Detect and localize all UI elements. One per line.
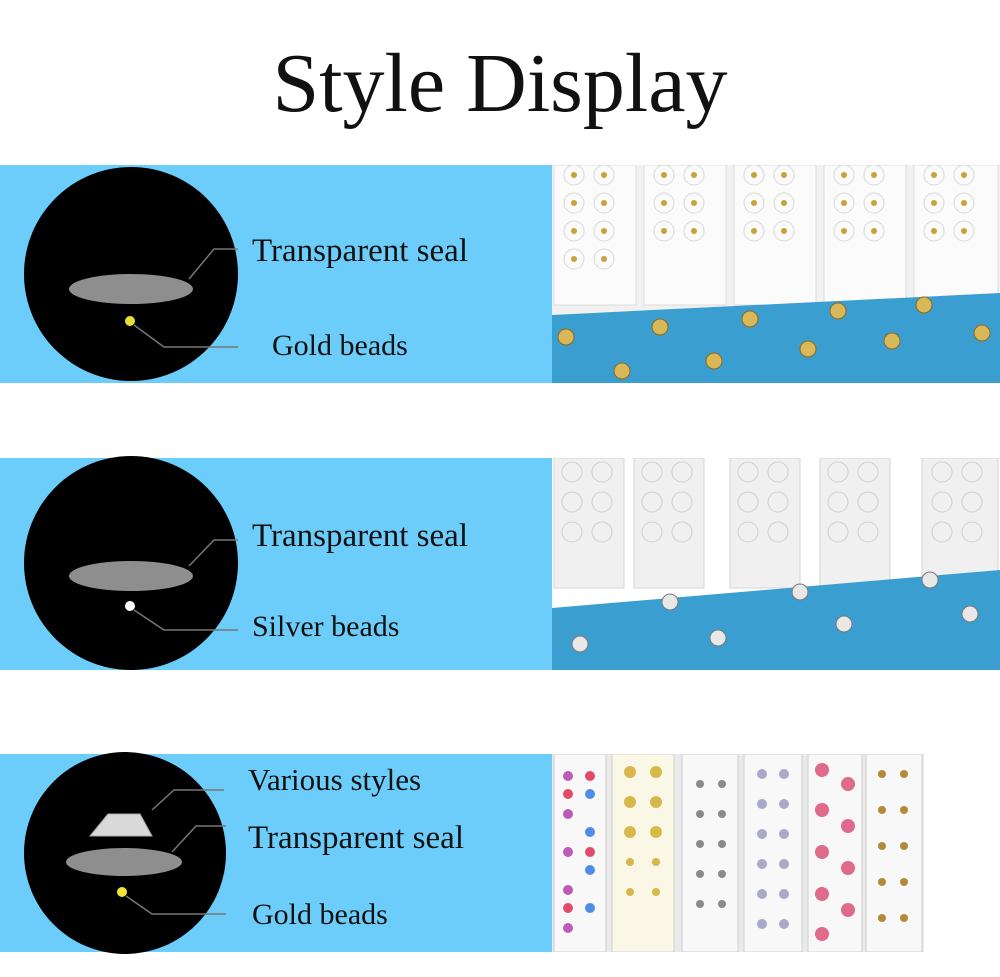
diagram-circle xyxy=(24,456,238,670)
silver-bead xyxy=(125,601,135,611)
label-gold-beads: Gold beads xyxy=(252,898,388,931)
sticker-sheet-illustration xyxy=(553,754,923,952)
label-transparent-seal: Transparent seal xyxy=(248,820,464,856)
style-row-gold: Transparent seal Gold beads xyxy=(0,165,1000,383)
seal-bead-diagram xyxy=(69,248,238,348)
seal-shape xyxy=(69,274,193,304)
gold-bead xyxy=(117,887,127,897)
label-transparent-seal: Transparent seal xyxy=(252,233,468,269)
diagram-circle xyxy=(24,752,226,954)
seal-shape xyxy=(69,561,193,591)
product-photo-gold xyxy=(552,165,1000,383)
gold-bead xyxy=(125,316,135,326)
seal-shape xyxy=(66,848,182,876)
label-transparent-seal: Transparent seal xyxy=(252,518,468,554)
sticker-sheet-illustration xyxy=(552,165,1000,383)
label-various-styles: Various styles xyxy=(248,762,422,797)
seal-bead-diagram xyxy=(66,789,226,915)
product-photo-silver xyxy=(552,458,1000,670)
page-title: Style Display xyxy=(272,37,728,130)
label-silver-beads: Silver beads xyxy=(252,610,400,643)
label-gold-beads: Gold beads xyxy=(272,329,408,362)
product-photo-various xyxy=(552,754,924,952)
sticker-sheet-illustration xyxy=(552,458,1000,670)
diagram-circle xyxy=(24,167,238,381)
rhinestone-shape xyxy=(88,813,153,837)
style-row-various: Various styles Transparent seal Gold bea… xyxy=(0,752,1000,954)
seal-bead-diagram xyxy=(69,539,238,631)
style-row-silver: Transparent seal Silver beads xyxy=(0,456,1000,670)
